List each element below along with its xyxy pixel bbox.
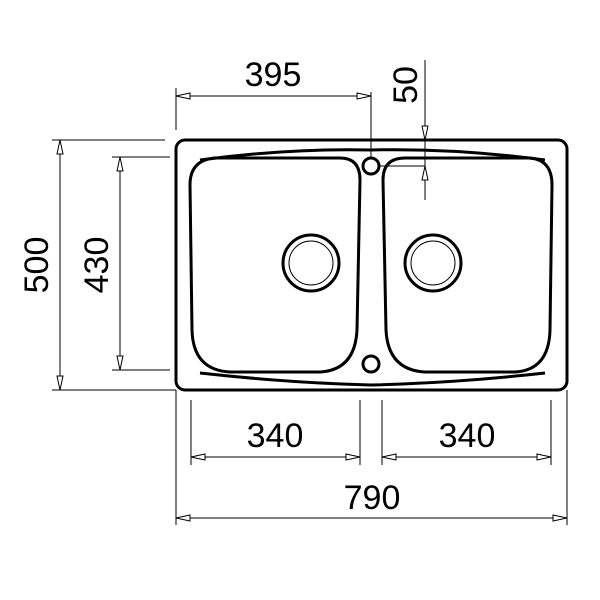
- dimension-label: 50: [387, 66, 425, 104]
- right-drain: [403, 233, 463, 293]
- sink-outline: [174, 138, 569, 392]
- dimension-label: 395: [245, 56, 302, 94]
- dimension-label: 790: [344, 479, 401, 517]
- dimension-label: 500: [18, 237, 56, 294]
- dimension-bowl-depth: 430: [78, 156, 170, 371]
- dimension-right-bowl-width: 340: [381, 400, 552, 465]
- overflow-hole: [361, 354, 381, 374]
- dimension-label: 340: [439, 417, 496, 455]
- dimension-tap-edge: 50: [387, 60, 429, 200]
- left-drain: [281, 233, 341, 293]
- dimension-overall-depth: 500: [18, 139, 176, 391]
- dimension-label: 340: [247, 417, 304, 455]
- tap-hole: [361, 156, 381, 176]
- left-bowl: [188, 156, 362, 374]
- dimension-overall-width: 790: [175, 390, 568, 525]
- right-bowl: [381, 156, 554, 374]
- dimension-label: 430: [78, 237, 116, 294]
- dimension-left-bowl-width: 340: [190, 400, 361, 465]
- dimension-tap-offset: 395: [175, 56, 372, 158]
- bottom-ledge: [199, 371, 546, 387]
